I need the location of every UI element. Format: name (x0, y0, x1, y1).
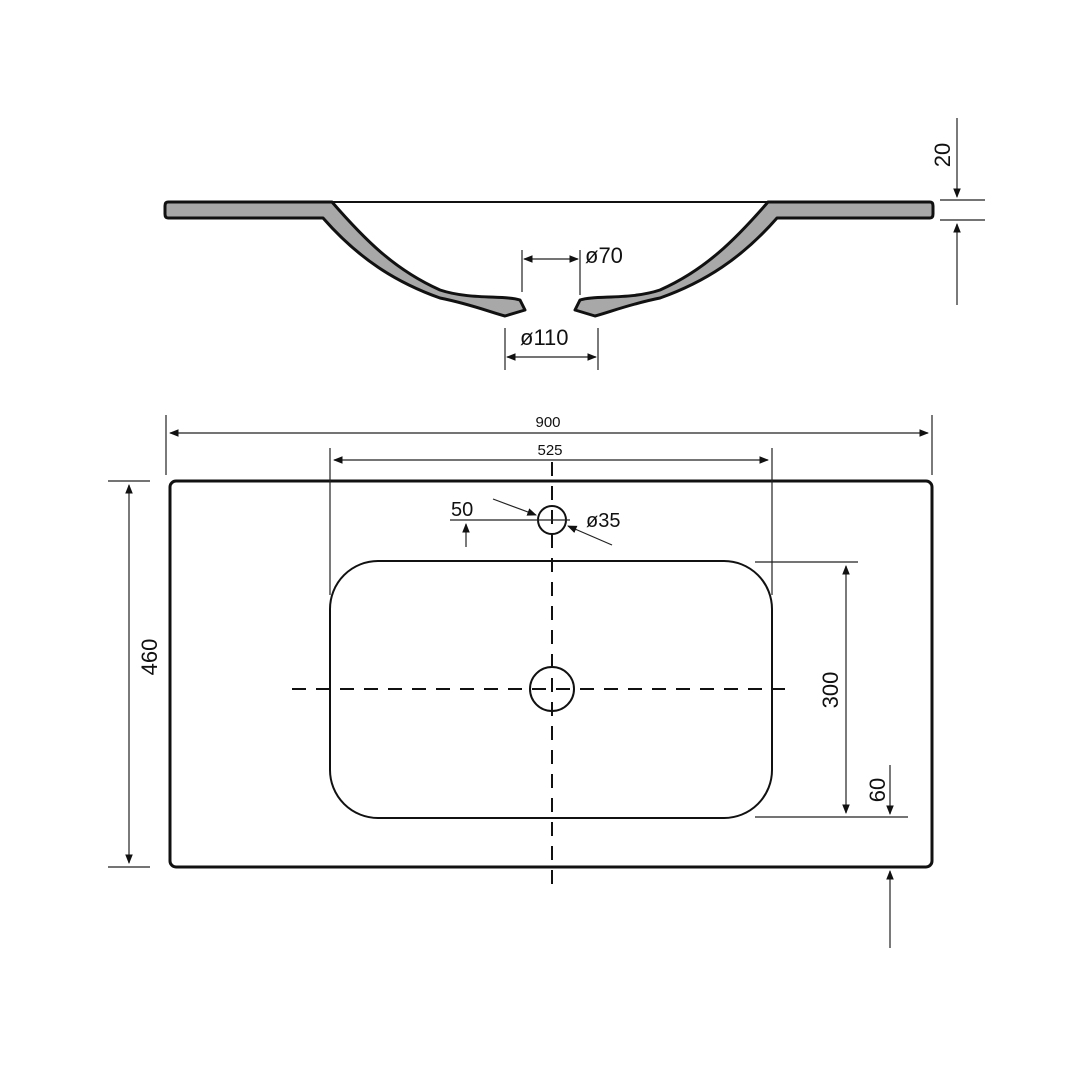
side-section-view: ø70 ø110 20 (163, 118, 985, 370)
countertop-outline (168, 479, 934, 869)
right-section-profile (573, 200, 935, 318)
drain-outer-diameter-label: ø110 (520, 325, 569, 350)
overall-width-label: 900 (535, 414, 560, 431)
top-view: 900 525 460 300 60 50 ø35 (108, 414, 934, 948)
tap-hole-diameter-label: ø35 (586, 510, 620, 532)
overall-depth-label: 460 (137, 639, 162, 676)
left-section-profile (163, 200, 527, 318)
thickness-label: 20 (930, 143, 955, 167)
bowl-front-offset-label: 60 (865, 778, 890, 802)
tap-hole-offset-label: 50 (451, 499, 473, 521)
bowl-depth-label: 300 (818, 672, 843, 709)
drain-inner-diameter-label: ø70 (585, 243, 623, 268)
bowl-width-label: 525 (537, 442, 562, 459)
